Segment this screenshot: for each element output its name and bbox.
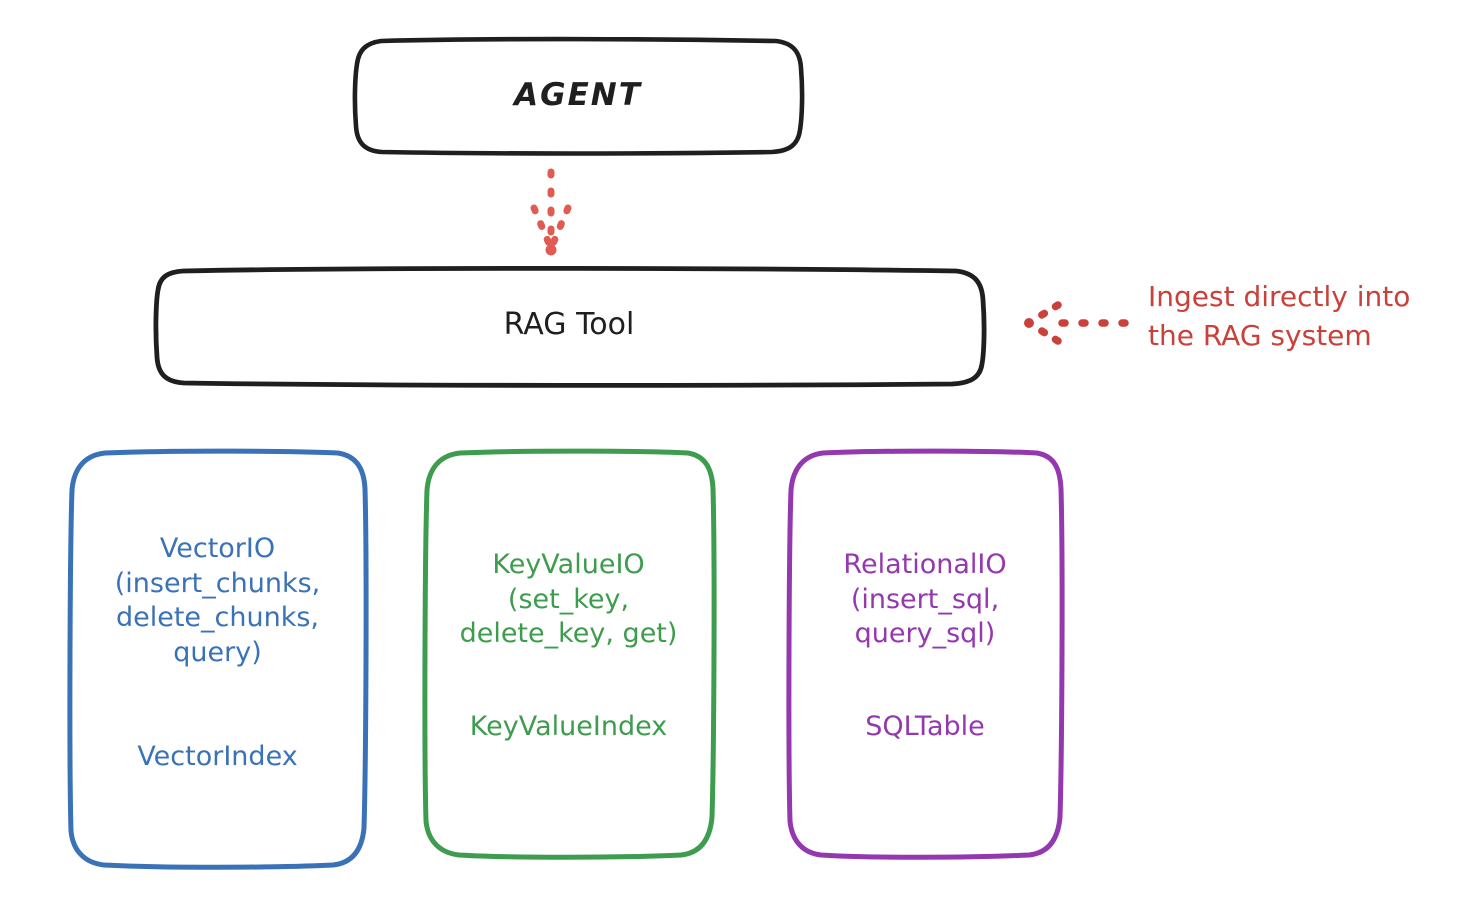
relational-io-box[interactable] — [786, 448, 1065, 860]
relational-io-title: RelationalIO (insert_sql, query_sql) — [843, 549, 1007, 650]
ingest-annotation-connector — [1024, 301, 1129, 345]
agent-label: AGENT — [514, 77, 642, 113]
relational-io-subtitle: SQLTable — [865, 711, 985, 742]
agent-box[interactable] — [352, 36, 805, 156]
ingest-annotation-text: Ingest directly into the RAG system — [1148, 280, 1411, 352]
key-value-io-title: KeyValueIO (set_key, delete_key, get) — [459, 549, 678, 650]
rag-tool-box[interactable] — [153, 265, 987, 388]
key-value-io-subtitle: KeyValueIndex — [469, 711, 668, 742]
vector-io-subtitle: VectorIndex — [137, 741, 298, 772]
vector-io-title: VectorIO (insert_chunks, delete_chunks, … — [114, 533, 321, 668]
vector-io-box[interactable] — [67, 448, 369, 870]
agent-to-rag-tool-connector — [530, 168, 572, 256]
key-value-io-box[interactable] — [422, 448, 717, 860]
rag-tool-label: RAG Tool — [503, 307, 635, 342]
